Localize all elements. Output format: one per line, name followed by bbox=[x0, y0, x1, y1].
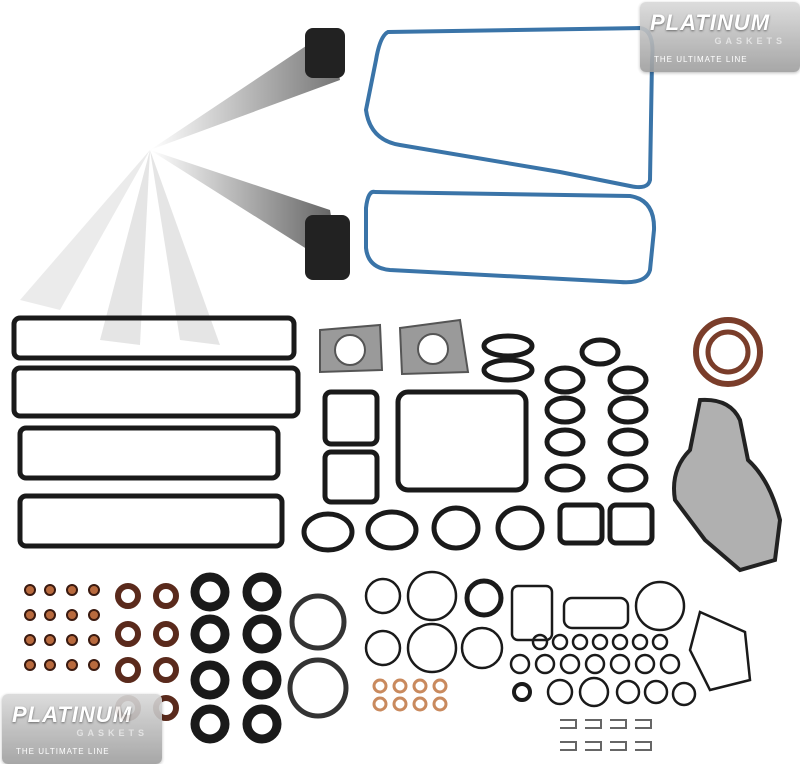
logo-tagline: THE ULTIMATE LINE bbox=[654, 55, 748, 64]
platinum-gaskets-logo: PLATINUM GASKETS THE ULTIMATE LINE bbox=[2, 694, 162, 764]
logo-tagline: THE ULTIMATE LINE bbox=[16, 747, 110, 756]
logo-brand-text: PLATINUM bbox=[12, 702, 133, 727]
spark-plug-tube-seals bbox=[190, 572, 282, 744]
timing-cover-seals bbox=[287, 593, 349, 719]
water-pump-gasket bbox=[672, 397, 783, 573]
logo-sub-text: GASKETS bbox=[714, 36, 786, 46]
valve-stem-seals bbox=[24, 584, 100, 671]
blurred-intake-gasket bbox=[20, 28, 350, 345]
platinum-gaskets-logo: PLATINUM GASKETS THE ULTIMATE LINE bbox=[640, 2, 800, 72]
logo-brand-text: PLATINUM bbox=[650, 10, 771, 35]
valve-cover-gasket-lower bbox=[364, 189, 657, 285]
small-flange-gaskets bbox=[301, 333, 655, 553]
o-ring-assortment bbox=[364, 570, 752, 708]
valve-cover-gasket-upper bbox=[363, 25, 655, 190]
throttle-body-gaskets bbox=[322, 389, 529, 505]
copper-washers bbox=[372, 678, 448, 712]
exhaust-flange-gaskets bbox=[319, 318, 470, 376]
rear-main-seal bbox=[693, 317, 763, 387]
retaining-clips bbox=[560, 719, 652, 751]
logo-sub-text: GASKETS bbox=[76, 728, 148, 738]
manifold-gaskets bbox=[11, 315, 301, 549]
